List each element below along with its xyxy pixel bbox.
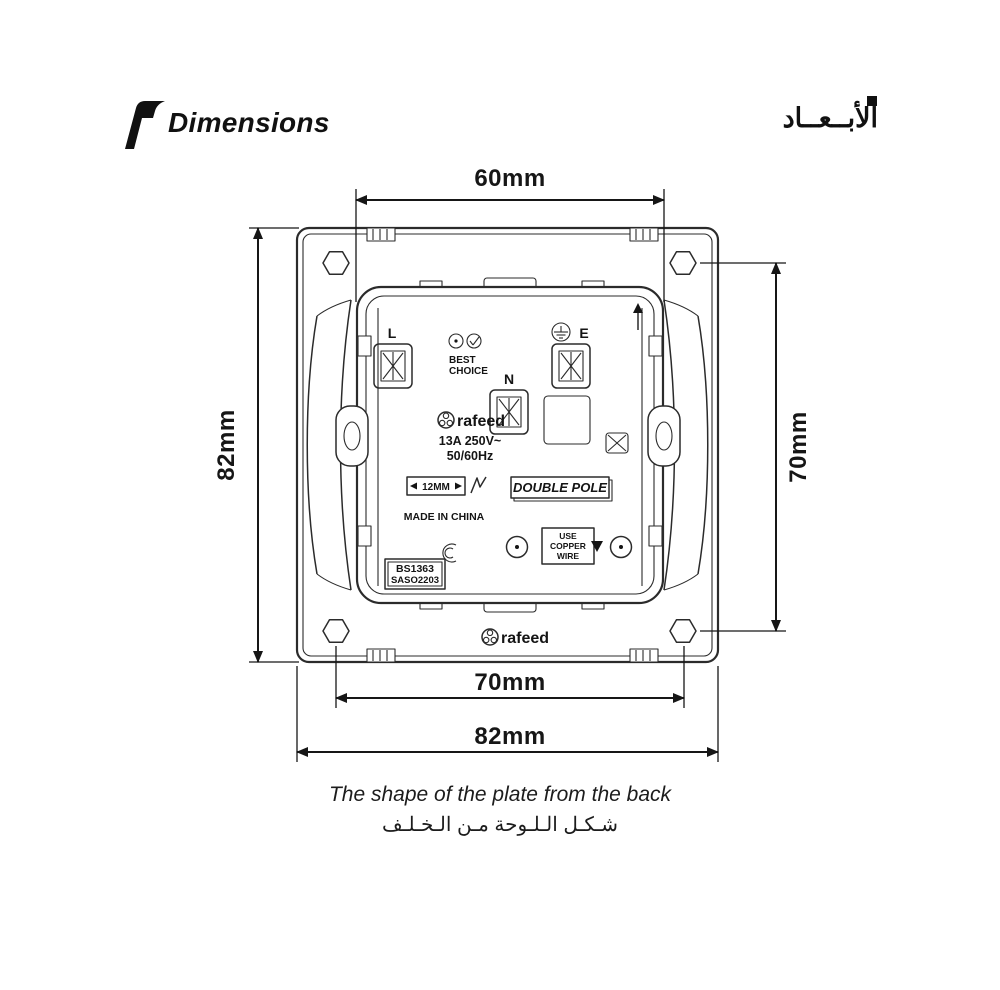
- dimension-left-82: 82mm: [213, 227, 299, 663]
- mounting-ears: [335, 405, 681, 467]
- no-symbol-icon: [605, 432, 629, 454]
- double-pole-badge: DOUBLE POLE: [510, 476, 613, 502]
- terminal-e: E: [551, 322, 591, 389]
- dimension-right-70: 70mm: [700, 262, 812, 632]
- dimension-bottom-82: 82mm: [296, 666, 719, 762]
- dim-label-left: 82mm: [213, 409, 240, 480]
- caption-english: The shape of the plate from the back: [328, 783, 672, 806]
- terminal-n: N: [489, 371, 529, 435]
- bottom-brand: rafeed: [481, 628, 549, 647]
- frequency-text: 50/60Hz: [447, 449, 494, 463]
- flower-logo-bottom-icon: [481, 628, 499, 646]
- copper-line1: USE: [559, 531, 577, 541]
- wire-strip-icon: [470, 476, 487, 494]
- caption: The shape of the plate from the back شـك…: [0, 783, 1000, 837]
- dim-label-right: 70mm: [785, 411, 812, 482]
- terminal-l-label: L: [388, 325, 397, 341]
- dimension-top-60: 60mm: [355, 165, 665, 302]
- terminal-e-label: E: [579, 325, 588, 341]
- recycle-icon: [448, 333, 464, 349]
- brand-text: rafeed: [457, 413, 505, 430]
- brand-bottom-text: rafeed: [501, 630, 549, 647]
- corner-square-mark: [867, 96, 877, 106]
- strip-gauge: 12MM: [406, 476, 487, 496]
- best-choice-line2: CHOICE: [449, 366, 488, 377]
- flower-logo-icon: [437, 411, 455, 429]
- caption-arabic: شـكـل الـلـوحة مـن الـخـلـف: [381, 814, 618, 836]
- plate-outline: [295, 226, 720, 664]
- standards-box: BS1363 SASO2203: [384, 543, 457, 590]
- cable-clamp-box: [543, 395, 591, 445]
- earth-icon: [551, 322, 571, 342]
- page-title-arabic: الأبــعــاد: [782, 103, 878, 133]
- copper-line3: WIRE: [557, 551, 580, 561]
- certification-icon: [442, 543, 457, 563]
- standard-saso-label: SASO2203: [391, 575, 439, 586]
- made-in-label: MADE IN CHINA: [404, 511, 485, 523]
- copper-wire-box: USE COPPER WIRE: [541, 527, 603, 565]
- copper-line2: COPPER: [550, 541, 586, 551]
- page-title: Dimensions: [168, 107, 330, 138]
- dimension-bottom-70: 70mm: [335, 646, 685, 708]
- dim-label-bottom-outer: 82mm: [474, 723, 545, 750]
- brand-logo-icon: [124, 101, 166, 149]
- double-pole-label: DOUBLE POLE: [513, 480, 607, 495]
- brand-rating-block: rafeed 13A 250V~ 50/60Hz: [437, 411, 505, 463]
- dim-label-bottom-inner: 70mm: [474, 669, 545, 696]
- arrow-up-icon: [633, 303, 643, 330]
- fixing-screw-icons: [505, 535, 633, 559]
- corner-screw-icons: [322, 250, 697, 644]
- standard-bs-label: BS1363: [396, 563, 434, 575]
- terminal-n-label: N: [504, 371, 514, 387]
- strip-gauge-label: 12MM: [422, 482, 450, 493]
- best-choice-mark: BEST CHOICE: [448, 333, 488, 377]
- plate-edge-clips: [366, 227, 659, 663]
- terminal-l: L: [373, 325, 413, 389]
- copper-arrow-icon: [591, 541, 603, 552]
- dim-label-top: 60mm: [474, 165, 545, 192]
- rating-text: 13A 250V~: [439, 434, 501, 448]
- best-choice-line1: BEST: [449, 355, 476, 366]
- cert-badge-icon: [466, 333, 482, 349]
- brand-logo-shape: [125, 101, 165, 149]
